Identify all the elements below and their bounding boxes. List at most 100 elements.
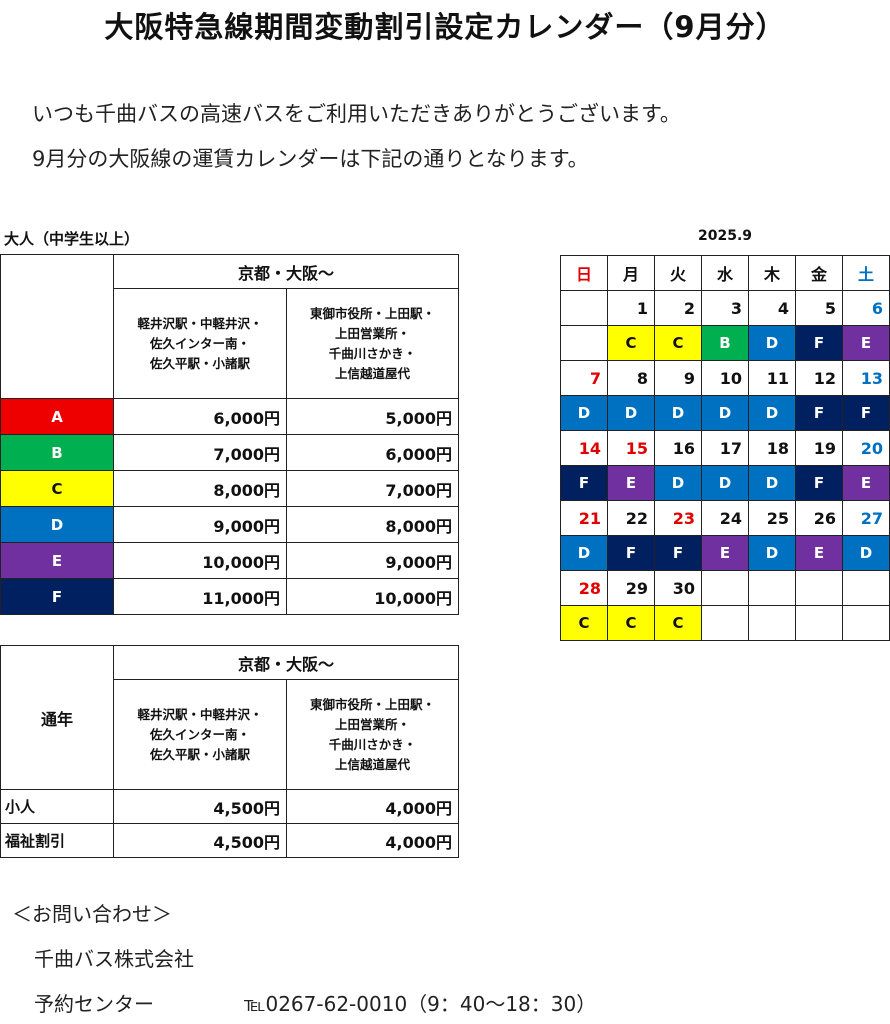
price-cell: 10,000円 [113,542,287,579]
calendar-tier: C [654,325,702,361]
intro-line-1: いつも千曲バスの高速バスをご利用いただきありがとうございます。 [32,102,681,126]
calendar-tier: E [607,465,655,501]
calendar-date: 24 [701,500,749,536]
price-cell: 8,000円 [286,506,459,543]
intro-line-2: 9月分の大阪線の運賃カレンダーは下記の通りとなります。 [32,147,589,171]
price-cell: 9,000円 [286,542,459,579]
yearround-origin-group-2: 東御市役所・上田駅・上田営業所・千曲川さかき・上信越道屋代 [286,679,459,790]
calendar-date: 25 [748,500,796,536]
calendar-date: 4 [748,290,796,326]
calendar-date: 27 [842,500,890,536]
calendar-date: 29 [607,570,655,606]
calendar-tier: F [607,535,655,571]
calendar-tier: C [654,605,702,641]
calendar-tier: E [795,535,843,571]
weekday-header: 月 [607,255,655,291]
calendar-tier: D [701,465,749,501]
calendar-date [795,570,843,606]
calendar-date: 15 [607,430,655,466]
calendar-tier: E [842,325,890,361]
tier-cell: E [0,542,114,579]
adult-section-label: 大人（中学生以上） [4,230,140,248]
calendar-date: 23 [654,500,702,536]
calendar-date: 20 [842,430,890,466]
calendar-date: 13 [842,360,890,396]
calendar-tier: D [748,465,796,501]
calendar-date: 30 [654,570,702,606]
tier-cell: B [0,434,114,471]
calendar-date: 21 [560,500,608,536]
calendar-tier: C [560,605,608,641]
yearround-fare-table: 通年 京都・大阪〜 軽井沢駅・中軽井沢・佐久インター南・佐久平駅・小諸駅 東御市… [0,645,459,858]
calendar-tier: F [795,465,843,501]
price-cell: 4,500円 [113,823,287,858]
calendar-tier [795,605,843,641]
calendar-date: 9 [654,360,702,396]
calendar-date [748,570,796,606]
price-cell: 4,500円 [113,789,287,824]
calendar-tier: D [701,395,749,431]
calendar-date: 10 [701,360,749,396]
price-cell: 7,000円 [113,434,287,471]
calendar-tier: C [607,605,655,641]
price-cell: 4,000円 [286,789,459,824]
price-cell: 4,000円 [286,823,459,858]
weekday-header: 火 [654,255,702,291]
weekday-header: 水 [701,255,749,291]
calendar-date: 28 [560,570,608,606]
calendar-tier: F [560,465,608,501]
calendar-date: 17 [701,430,749,466]
calendar-date [560,290,608,326]
calendar-tier: E [842,465,890,501]
calendar-tier: D [748,395,796,431]
calendar-tier: F [795,395,843,431]
calendar-tier [560,325,608,361]
contact-company: 千曲バス株式会社 [34,947,194,971]
calendar-date: 5 [795,290,843,326]
calendar-tier: F [842,395,890,431]
calendar-tier: F [795,325,843,361]
price-cell: 5,000円 [286,398,459,435]
price-cell: 6,000円 [286,434,459,471]
calendar-tier [701,605,749,641]
price-cell: 7,000円 [286,470,459,507]
calendar-tier: E [701,535,749,571]
contact-heading: ＜お問い合わせ＞ [12,902,172,926]
calendar-date: 18 [748,430,796,466]
calendar-date: 26 [795,500,843,536]
calendar-date: 1 [607,290,655,326]
tier-cell: A [0,398,114,435]
calendar-tier: D [748,535,796,571]
price-cell: 8,000円 [113,470,287,507]
calendar-tier [748,605,796,641]
calendar-date: 14 [560,430,608,466]
adult-origin-group-1: 軽井沢駅・中軽井沢・佐久インター南・佐久平駅・小諸駅 [113,288,287,399]
adult-destination-header: 京都・大阪〜 [113,254,459,289]
calendar-tier: C [607,325,655,361]
calendar-date: 12 [795,360,843,396]
calendar-tier: D [560,535,608,571]
contact-phone: ℡0267-62-0010（9：40〜18：30） [244,992,597,1016]
adult-fare-table: 京都・大阪〜 軽井沢駅・中軽井沢・佐久インター南・佐久平駅・小諸駅 東御市役所・… [0,254,459,615]
calendar-date: 22 [607,500,655,536]
weekday-header: 土 [842,255,890,291]
adult-corner-cell [0,254,114,399]
calendar-date: 16 [654,430,702,466]
tier-cell: D [0,506,114,543]
row-label: 小人 [0,789,114,824]
calendar-tier: D [654,395,702,431]
